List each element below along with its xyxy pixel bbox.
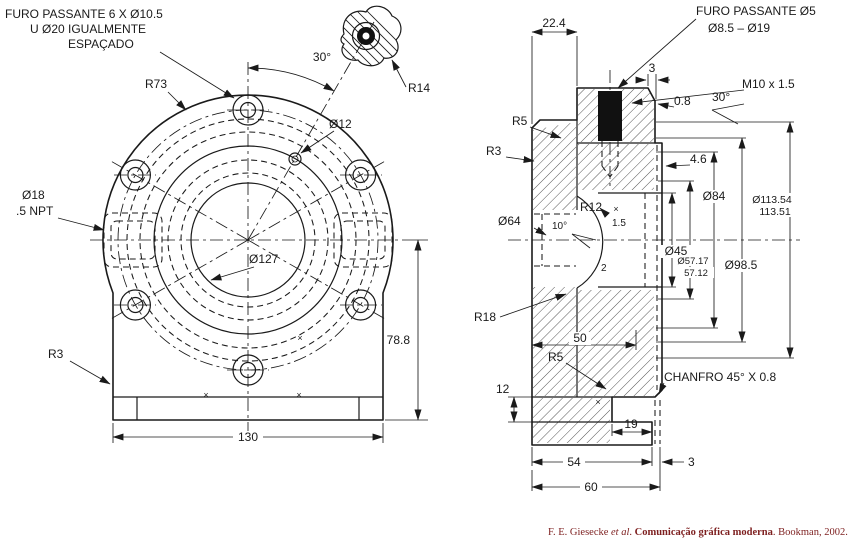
label-r5-bottom: R5 <box>548 350 564 364</box>
label-60: 60 <box>584 480 598 494</box>
label-130: 130 <box>238 430 258 444</box>
label-r14: R14 <box>408 81 430 95</box>
leader-d18 <box>57 217 105 231</box>
leader-d12 <box>300 130 335 154</box>
bolt-holes <box>119 94 377 386</box>
label-0-8: 0.8 <box>674 94 691 108</box>
leader-chanfro <box>658 382 667 395</box>
caption-authors: F. E. Giesecke <box>548 527 612 538</box>
label-78-8: 78.8 <box>387 333 411 347</box>
label-d127: Ø127 <box>249 252 279 266</box>
leader-d64 <box>533 226 547 236</box>
label-57-12: 57.12 <box>684 268 708 279</box>
hole-d12 <box>288 152 302 166</box>
label-d45: Ø45 <box>665 244 688 258</box>
label-counterbore: U Ø20 IGUALMENTE <box>30 22 146 36</box>
leader-r14 <box>391 59 407 88</box>
front-labels: FURO PASSANTE 6 X Ø10.5 U Ø20 IGUALMENTE… <box>5 7 430 444</box>
label-d84: Ø84 <box>703 189 726 203</box>
leader-r73 <box>167 91 187 111</box>
threaded-hole-m10 <box>598 91 622 141</box>
label-54: 54 <box>567 455 581 469</box>
angle-30-leg <box>711 103 745 111</box>
label-1-5: 1.5 <box>612 218 626 229</box>
caption-sep: . <box>629 527 635 538</box>
label-d98-5: Ø98.5 <box>725 258 758 272</box>
npt-bosses <box>103 212 393 268</box>
label-50: 50 <box>573 331 587 345</box>
leader-m10 <box>631 89 745 106</box>
caption-etal: et al <box>611 527 630 538</box>
leader-r18 <box>499 293 567 318</box>
section-labels: 22.4 FURO PASSANTE Ø5 Ø8.5 – Ø19 3 0.8 3… <box>474 4 816 494</box>
label-4-6: 4.6 <box>690 152 707 166</box>
label-3-bottom: 3 <box>688 455 695 469</box>
figure-caption: F. E. Giesecke et al. Comunicação gráfic… <box>548 527 848 538</box>
label-angle-30: 30° <box>712 90 730 104</box>
label-r73: R73 <box>145 77 167 91</box>
leader-bolt-holes <box>159 51 235 99</box>
caption-title: Comunicação gráfica moderna <box>634 527 773 538</box>
label-d18: Ø18 <box>22 188 45 202</box>
section-hidden-lines <box>534 141 661 444</box>
surface-finish-mark: × <box>595 397 600 407</box>
base-details <box>113 396 383 420</box>
label-19: 19 <box>624 417 638 431</box>
label-d113-54: Ø113.54 <box>752 194 792 206</box>
label-d57-17: Ø57.17 <box>677 256 708 267</box>
leader-furo-d5 <box>617 18 697 89</box>
leader-r3 <box>69 360 111 385</box>
leader-0-8 <box>657 102 675 110</box>
angle-10-leg <box>571 233 597 241</box>
label-espacado: ESPAÇADO <box>68 37 134 51</box>
bore-circles <box>117 109 379 371</box>
section-dimensions <box>499 18 794 491</box>
label-12: 12 <box>496 382 510 396</box>
surface-finish-mark: × <box>297 333 302 343</box>
label-d12: Ø12 <box>329 117 352 131</box>
label-22-4: 22.4 <box>542 16 566 30</box>
label-npt: .5 NPT <box>16 204 54 218</box>
label-m10: M10 x 1.5 <box>742 77 795 91</box>
label-angle-10: 10° <box>552 221 567 232</box>
surface-finish-mark: × <box>203 390 208 400</box>
angle-30-leg <box>711 109 739 125</box>
label-d64: Ø64 <box>498 214 521 228</box>
label-r12: R12 <box>580 200 602 214</box>
label-angle-30: 30° <box>313 50 331 64</box>
label-d85-d19: Ø8.5 – Ø19 <box>708 21 770 35</box>
label-r5-top: R5 <box>512 114 528 128</box>
leader-r3 <box>505 156 535 164</box>
angle-10-leg <box>571 233 591 249</box>
label-r18: R18 <box>474 310 496 324</box>
label-2: 2 <box>601 263 607 274</box>
leader-r12 <box>599 207 610 218</box>
flange-body-outline <box>102 94 394 421</box>
section-outline <box>531 87 663 446</box>
label-3-top: 3 <box>649 61 656 75</box>
front-centerlines <box>90 21 406 432</box>
section-view: 22.4 FURO PASSANTE Ø5 Ø8.5 – Ø19 3 0.8 3… <box>474 4 816 494</box>
caption-tail: . Bookman, 2002. <box>772 527 848 538</box>
surface-finish-mark: × <box>613 204 618 214</box>
leader-r5-top <box>529 126 562 139</box>
leader-d127 <box>210 266 255 281</box>
section-hatching <box>533 89 654 443</box>
surface-finish-mark: × <box>296 390 301 400</box>
section-extension-lines <box>508 36 794 491</box>
leader-4-6 <box>665 162 691 170</box>
front-dimensions <box>57 51 428 443</box>
leader-r5-bottom <box>565 362 607 390</box>
label-r3: R3 <box>486 144 502 158</box>
angle-30-arc <box>247 64 335 92</box>
front-view: FURO PASSANTE 6 X Ø10.5 U Ø20 IGUALMENTE… <box>5 5 430 444</box>
label-furo-d5: FURO PASSANTE Ø5 <box>696 4 816 18</box>
label-furo-passante: FURO PASSANTE 6 X Ø10.5 <box>5 7 163 21</box>
bolt-circle-centerline <box>117 109 379 371</box>
label-113-51: 113.51 <box>759 206 790 218</box>
label-chanfro: CHANFRO 45° X 0.8 <box>664 370 776 384</box>
label-r3: R3 <box>48 347 64 361</box>
